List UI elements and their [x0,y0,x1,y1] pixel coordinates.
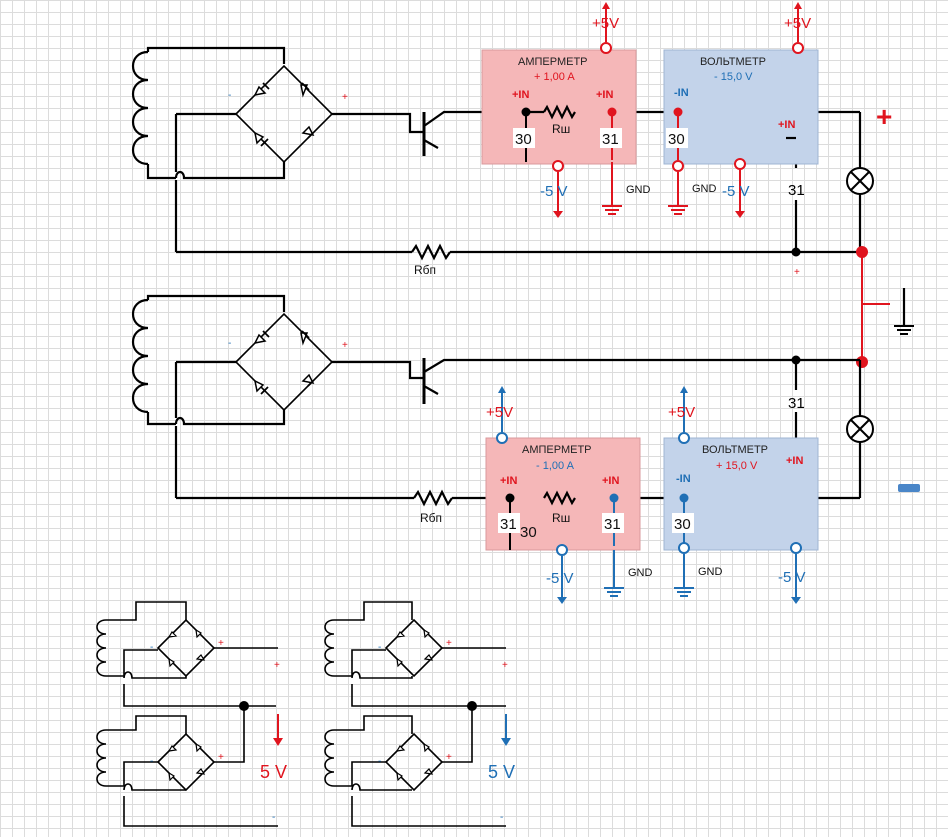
lower-ammeter-pin31-right: 31 [604,516,621,533]
top-voltmeter-title: ВОЛЬТМЕТР [700,56,766,68]
lower-ammeter-value: - 1,00 A [536,460,575,472]
top-voltmeter-plus5v: +5V [784,15,811,32]
lower-voltmeter: ВОЛЬТМЕТР + 15,0 V -IN +IN 30 +5V GND -5… [663,386,819,604]
left-upper-bridge [157,619,215,677]
lower-voltmeter-pin31: 31 [788,395,805,412]
top-voltmeter-gnd: GND [692,183,717,195]
right-upper-out-plus: + [502,660,508,671]
top-ammeter-pin31: 31 [602,131,619,148]
lower-ammeter-minus5v: -5 V [546,570,574,587]
top-ammeter: АМПЕРМЕТР + 1,00 A +IN +IN Rш 30 31 +5V … [481,2,651,218]
right-lower-bridge [385,733,443,791]
lower-ammeter-pin30: 30 [520,524,537,541]
lower-ammeter-gnd: GND [628,567,653,579]
plus-terminal: + [876,101,892,132]
lower-ballast-label: Rбп [420,511,442,525]
right-supply-pair: - + + - + - 5 V [324,601,515,827]
lower-voltmeter-value: + 15,0 V [716,460,758,472]
lower-ammeter-plus-in-left: +IN [500,475,517,487]
top-return-plus: + [794,267,800,278]
lower-ammeter-title: АМПЕРМЕТР [522,444,592,456]
top-voltmeter-plus-in: +IN [778,119,795,131]
right-5v-label: 5 V [488,762,515,782]
right-upper-plus: + [446,638,452,649]
lower-voltmeter-gnd: GND [698,566,723,578]
right-lower-minus: - [378,756,381,767]
lower-voltmeter-plus-in: +IN [786,455,803,467]
right-lower-out-minus: - [500,812,503,823]
lower-lamp [846,415,874,443]
top-bridge-plus: + [342,92,348,103]
left-lower-out-minus: - [272,812,275,823]
minus-terminal [898,484,920,492]
lower-ammeter-pin31: 31 [500,516,517,533]
top-ammeter-pin30: 30 [515,131,532,148]
left-lower-plus: + [218,752,224,763]
top-ammeter-plus-in-right: +IN [596,89,613,101]
top-voltmeter-minus-in: -IN [674,87,689,99]
lower-voltmeter-minus-in: -IN [676,473,691,485]
left-lower-bridge [157,733,215,791]
left-lower-minus: - [150,756,153,767]
top-voltmeter-value: - 15,0 V [714,71,753,83]
top-ammeter-plus-in-left: +IN [512,89,529,101]
left-upper-minus: - [150,642,153,653]
left-upper-out-plus: + [274,660,280,671]
right-upper-bridge [385,619,443,677]
top-ballast-label: Rбп [414,263,436,277]
top-bridge-minus: - [228,90,231,101]
right-upper-minus: - [378,642,381,653]
top-ammeter-plus5v: +5V [592,15,619,32]
lower-diode-bridge [235,313,333,411]
lower-shunt-label: Rш [552,511,570,525]
lower-bridge-minus: - [228,338,231,349]
left-upper-plus: + [218,638,224,649]
lower-ammeter-plus-in-right: +IN [602,475,619,487]
top-lamp [846,167,874,195]
top-voltmeter-pin30: 30 [668,131,685,148]
lower-ammeter-plus5v: +5V [486,404,513,421]
left-supply-pair: - + + - + - 5 V [96,601,287,827]
left-5v-label: 5 V [260,762,287,782]
lower-voltmeter-plus5v: +5V [668,404,695,421]
lower-bridge-plus: + [342,340,348,351]
top-voltmeter: ВОЛЬТМЕТР - 15,0 V -IN +IN 30 +5V GND -5… [663,2,819,218]
lower-ammeter: АМПЕРМЕТР - 1,00 A +IN +IN Rш 31 30 31 +… [485,386,653,604]
lower-voltmeter-title: ВОЛЬТМЕТР [702,444,768,456]
center-bus: + [856,101,920,492]
lower-transformer-coil [131,298,150,414]
top-voltmeter-minus5v: -5 V [722,183,750,200]
top-ammeter-value: + 1,00 A [534,71,575,83]
top-ammeter-minus5v: -5 V [540,183,568,200]
top-ammeter-title: АМПЕРМЕТР [518,56,588,68]
top-diode-bridge [235,65,333,163]
top-voltmeter-pin31: 31 [788,182,805,199]
lower-voltmeter-pin30: 30 [674,516,691,533]
top-transformer-coil [131,50,150,166]
lower-voltmeter-minus5v: -5 V [778,569,806,586]
right-lower-plus: + [446,752,452,763]
top-shunt-label: Rш [552,122,570,136]
top-ammeter-gnd: GND [626,184,651,196]
